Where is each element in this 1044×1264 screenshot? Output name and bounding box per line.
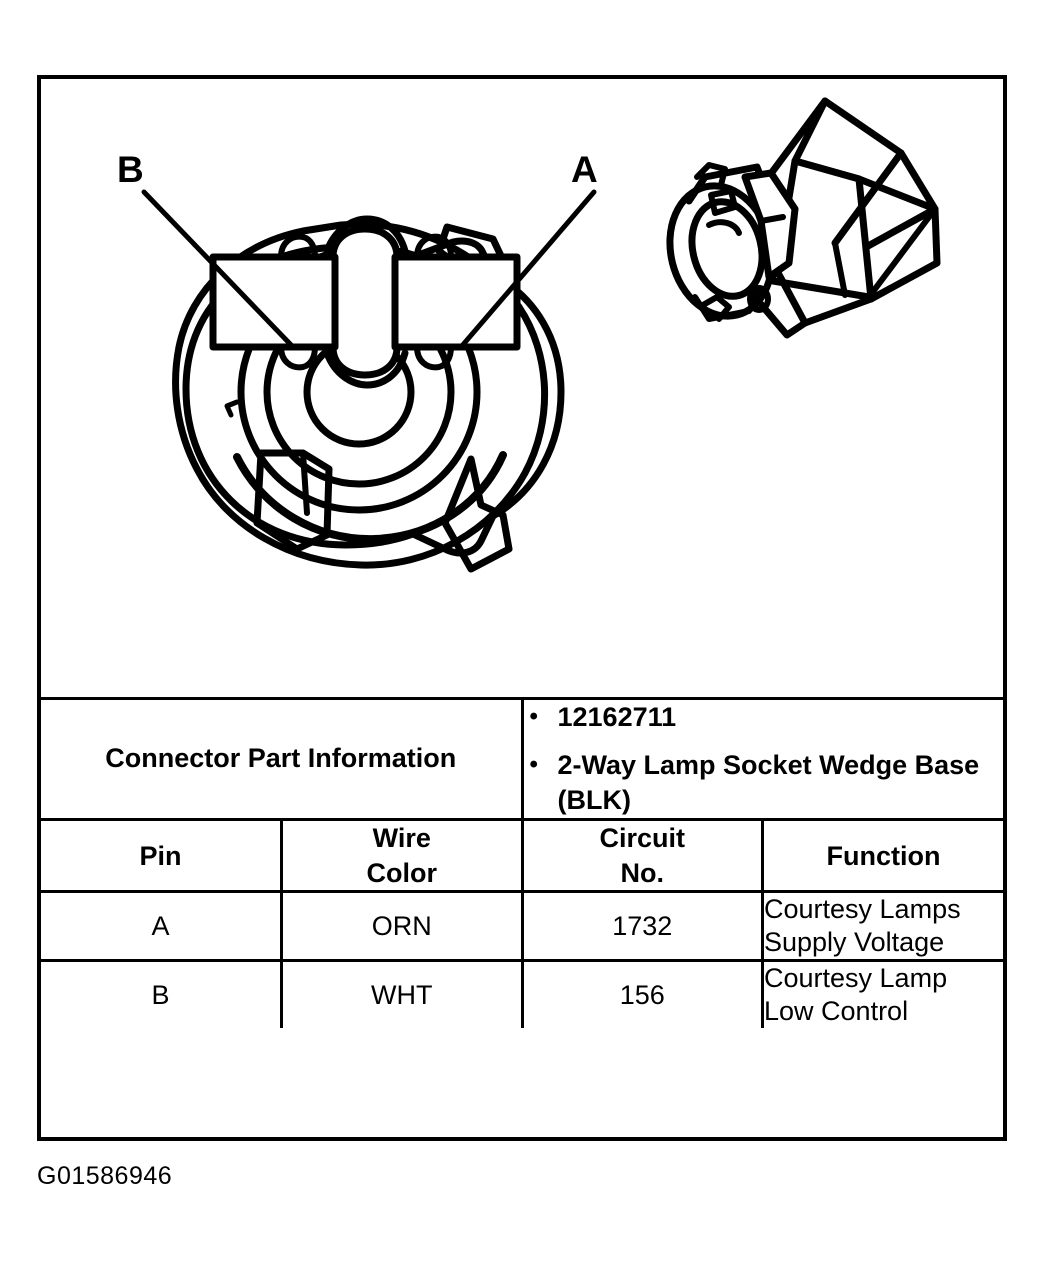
- bullet-icon: •: [529, 703, 538, 730]
- connector-information-table: Connector Part Information • 12162711 • …: [41, 696, 1004, 1029]
- socket-tab-lower-left-fold: [300, 450, 310, 516]
- perspective-latch-2: [708, 188, 738, 216]
- cell-circuit-no: 1732: [520, 890, 764, 963]
- perspective-body-top: [791, 97, 939, 213]
- connector-illustration: [141, 97, 941, 573]
- perspective-body-edge-2: [831, 149, 905, 247]
- bullet-icon: •: [529, 751, 538, 779]
- table-row: A ORN 1732 Courtesy Lamps Supply Voltage: [41, 890, 1003, 963]
- connector-part-information-item-1: • 12162711: [530, 700, 1004, 735]
- socket-clip-hook-lower-right: [414, 344, 454, 371]
- cell-function: Courtesy Lamps Supply Voltage: [761, 890, 1003, 963]
- perspective-collar-bridge-bottom: [692, 288, 762, 322]
- figure-code: G01586946: [37, 1162, 173, 1190]
- terminal-center-hub: [329, 225, 401, 379]
- header-circuit-no: Circuit No.: [520, 818, 764, 894]
- header-pin: Pin: [41, 818, 283, 894]
- terminal-blade-b-rect: [209, 253, 339, 351]
- connector-part-description: 2-Way Lamp Socket Wedge Base (BLK): [557, 750, 980, 816]
- socket-terminal-arch-bottom: [323, 349, 409, 389]
- perspective-retention-tab-fold: [758, 214, 786, 224]
- perspective-body-edge-5: [832, 240, 848, 298]
- socket-tab-lower-right: [441, 455, 513, 573]
- connector-part-information-label: Connector Part Information: [41, 696, 524, 822]
- figure-frame: B A Connector Part Information • 1216271…: [37, 75, 1007, 1141]
- header-circuit-no-line2: No.: [620, 857, 665, 888]
- socket-terminal-arch-top: [323, 215, 409, 255]
- header-circuit-no-line1: Circuit: [599, 823, 685, 854]
- connector-part-information-item-2: • 2-Way Lamp Socket Wedge Base (BLK): [530, 748, 1004, 818]
- callout-label-a: A: [571, 149, 598, 190]
- connector-part-information-row: Connector Part Information • 12162711 • …: [41, 696, 1004, 822]
- socket-front-view: [172, 215, 565, 573]
- perspective-latch-3: [700, 294, 732, 322]
- perspective-latch-1: [694, 162, 728, 188]
- table-row: B WHT 156 Courtesy Lamp Low Control: [41, 959, 1003, 1029]
- cell-pin: A: [41, 890, 283, 963]
- socket-clip-hook-upper-left: [278, 233, 318, 260]
- cell-wire-color: ORN: [280, 890, 524, 963]
- perspective-latch-hole: [747, 285, 771, 313]
- connector-drawing-area: B A: [41, 79, 1003, 693]
- connector-part-information-list: • 12162711 • 2-Way Lamp Socket Wedge Bas…: [524, 700, 1004, 818]
- header-wire-color-line2: Color: [366, 857, 438, 888]
- socket-perspective-view: [666, 97, 941, 339]
- perspective-body-edge-3: [866, 206, 938, 300]
- socket-rim: [172, 220, 548, 569]
- connector-part-information-values: • 12162711 • 2-Way Lamp Socket Wedge Bas…: [520, 696, 1004, 822]
- cell-wire-color: WHT: [280, 959, 524, 1029]
- header-function: Function: [761, 818, 1003, 894]
- socket-notch-left: [224, 399, 240, 418]
- cell-function: Courtesy Lamp Low Control: [761, 959, 1003, 1029]
- leader-line-b: [141, 189, 296, 350]
- socket-lower-keyway-arc: [233, 451, 507, 544]
- cell-circuit-no: 156: [520, 959, 764, 1029]
- cell-pin: B: [41, 959, 283, 1029]
- leader-line-a: [458, 189, 597, 350]
- header-wire-color-line1: Wire: [372, 823, 431, 854]
- callout-label-b: B: [117, 149, 144, 190]
- connector-part-number: 12162711: [557, 702, 677, 732]
- pin-table-header-row: Pin Wire Color Circuit No. Function: [41, 818, 1003, 894]
- header-wire-color: Wire Color: [280, 818, 524, 894]
- socket-clip-hook-upper-right: [414, 233, 454, 260]
- perspective-terminal-hint: [706, 219, 742, 236]
- socket-clip-hook-lower-left: [278, 344, 318, 371]
